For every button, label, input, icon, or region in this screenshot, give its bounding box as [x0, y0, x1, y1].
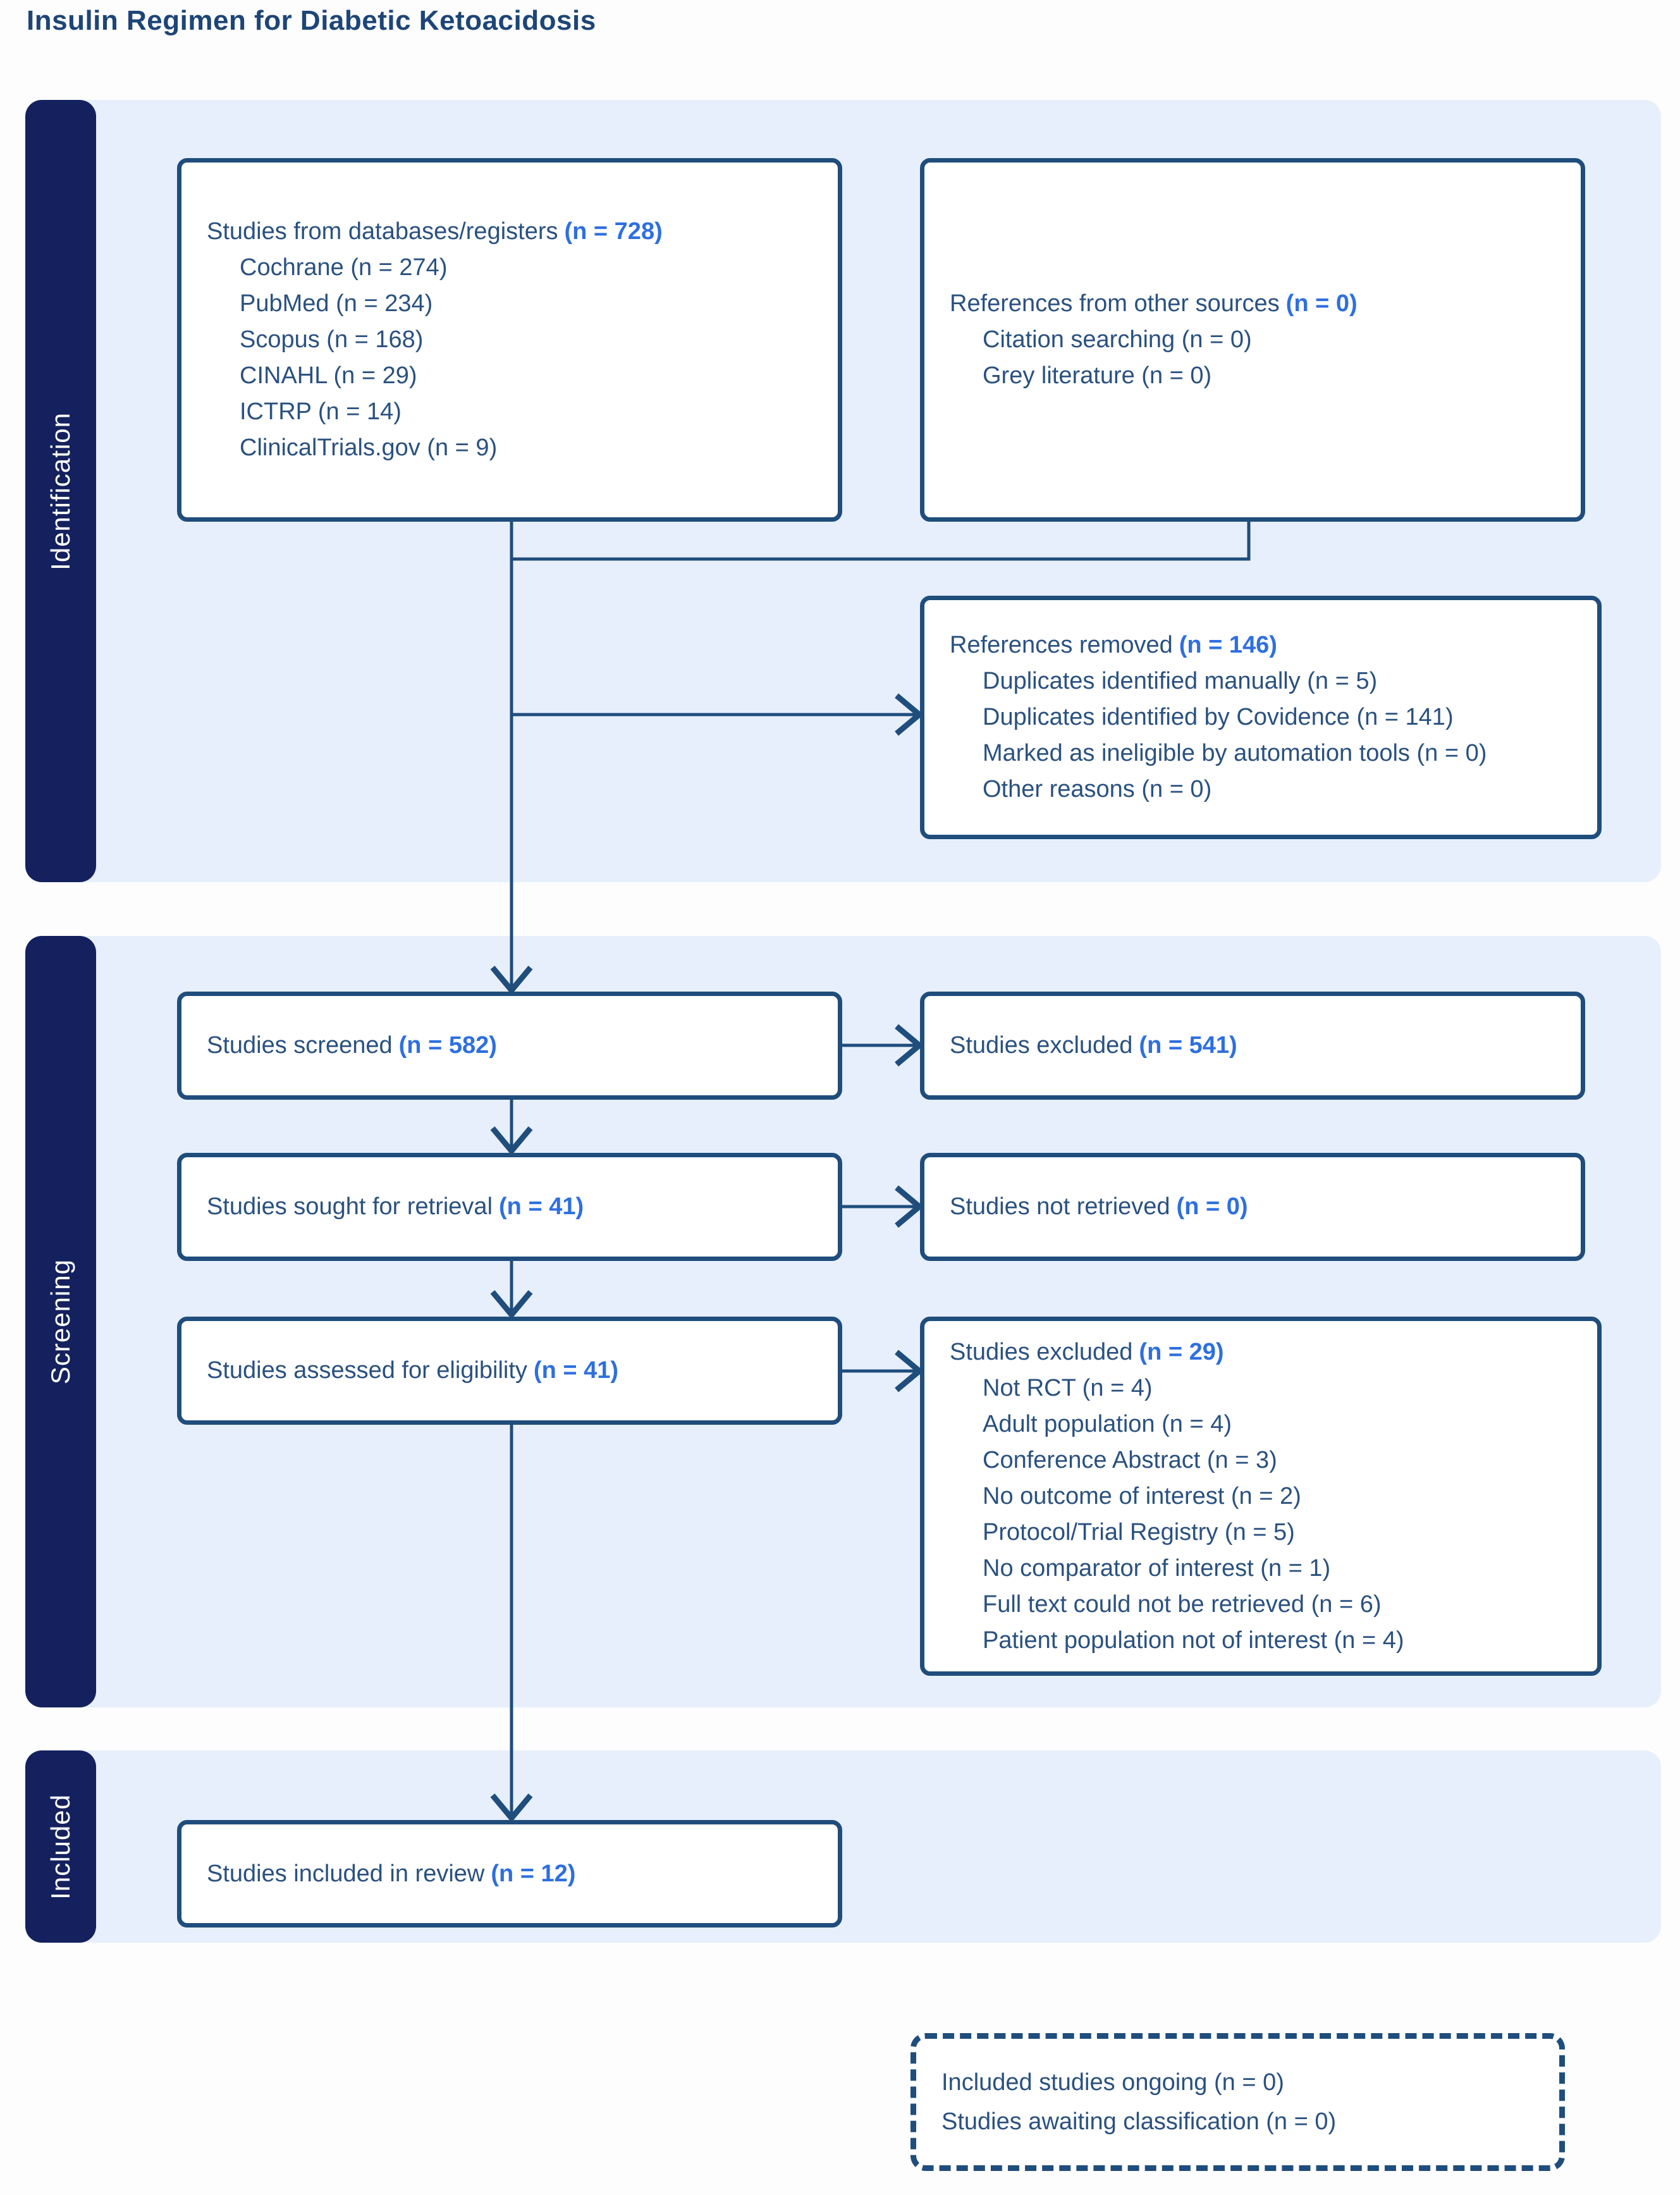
box-sub-item: Citation searching (n = 0)	[983, 326, 1252, 353]
box-sub-item: Not RCT (n = 4)	[983, 1374, 1153, 1401]
studies-from-databases-box: Studies from databases/registers(n = 728…	[177, 158, 842, 522]
box-title-line: Studies assessed for eligibility(n = 41)	[207, 1353, 826, 1389]
box-title-line: Studies excluded(n = 29)	[950, 1334, 1586, 1370]
studies-screened-box: Studies screened(n = 582)	[177, 992, 842, 1100]
box-title: Studies excluded	[950, 1338, 1133, 1365]
box-sub-item: ICTRP (n = 14)	[240, 398, 402, 425]
box-title: Studies not retrieved	[950, 1193, 1170, 1220]
box-count: (n = 146)	[1179, 632, 1277, 658]
studies-included-box: Studies included in review(n = 12)	[177, 1820, 842, 1928]
references-removed-box: References removed(n = 146) Duplicates i…	[920, 596, 1602, 839]
box-line: Included studies ongoing (n = 0)	[941, 2069, 1284, 2096]
box-title: References removed	[950, 632, 1173, 658]
box-title: Studies sought for retrieval	[207, 1193, 493, 1220]
box-sub-item: No outcome of interest (n = 2)	[983, 1482, 1301, 1509]
box-title: Studies assessed for eligibility	[207, 1357, 527, 1384]
box-sub-item: Grey literature (n = 0)	[983, 362, 1212, 389]
box-count: (n = 29)	[1139, 1338, 1224, 1365]
box-title-line: Studies screened(n = 582)	[207, 1028, 826, 1064]
studies-not-retrieved-box: Studies not retrieved(n = 0)	[920, 1153, 1585, 1261]
box-count: (n = 41)	[533, 1357, 619, 1384]
box-sub-item: Duplicates identified by Covidence (n = …	[983, 704, 1454, 730]
arrow-references-removed	[512, 693, 924, 736]
box-sub-item: Conference Abstract (n = 3)	[983, 1446, 1277, 1473]
box-sub-item: Marked as ineligible by automation tools…	[983, 740, 1487, 766]
box-title: References from other sources	[950, 290, 1280, 317]
references-other-sources-box: References from other sources(n = 0) Cit…	[920, 158, 1585, 522]
studies-excluded-eligibility-box: Studies excluded(n = 29) Not RCT (n = 4)…	[920, 1317, 1602, 1676]
box-count: (n = 41)	[499, 1193, 584, 1220]
arrow-excluded-screening	[841, 1024, 924, 1067]
box-title-line: Studies from databases/registers(n = 728…	[207, 214, 826, 250]
arrow-studies-assessed	[490, 1261, 533, 1320]
box-title: Studies included in review	[207, 1860, 485, 1887]
box-title-line: References from other sources(n = 0)	[950, 286, 1569, 322]
sidebar-included: Included	[25, 1750, 96, 1943]
box-count: (n = 12)	[491, 1860, 576, 1887]
box-count: (n = 728)	[564, 218, 663, 245]
box-title: Studies from databases/registers	[207, 218, 558, 245]
box-title-line: Studies not retrieved(n = 0)	[950, 1189, 1569, 1225]
arrow-studies-included	[490, 1425, 533, 1823]
box-sub-item: Adult population (n = 4)	[983, 1410, 1232, 1437]
arrow-studies-sought	[490, 1100, 533, 1156]
box-sub-item: ClinicalTrials.gov (n = 9)	[240, 434, 498, 461]
ongoing-studies-box: Included studies ongoing (n = 0) Studies…	[911, 2033, 1565, 2171]
box-sub-item: Scopus (n = 168)	[240, 326, 424, 353]
page-title: Insulin Regimen for Diabetic Ketoacidosi…	[27, 5, 596, 36]
studies-sought-box: Studies sought for retrieval(n = 41)	[177, 1153, 842, 1261]
box-sub-item: Patient population not of interest (n = …	[983, 1626, 1404, 1654]
box-sub-item: PubMed (n = 234)	[240, 290, 433, 317]
box-title-line: References removed(n = 146)	[950, 627, 1586, 663]
box-sub-item: Cochrane (n = 274)	[240, 254, 448, 281]
box-line: Studies awaiting classification (n = 0)	[941, 2108, 1337, 2135]
box-count: (n = 0)	[1285, 290, 1358, 317]
box-title: Studies screened	[207, 1032, 393, 1059]
box-sub-item: CINAHL (n = 29)	[240, 362, 417, 389]
sidebar-identification: Identification	[25, 100, 96, 882]
box-title: Studies excluded	[950, 1032, 1133, 1059]
arrow-excluded-eligibility	[841, 1350, 924, 1393]
box-sub-item: Other reasons (n = 0)	[983, 776, 1212, 802]
box-count: (n = 0)	[1176, 1193, 1248, 1220]
box-title-line: Studies excluded(n = 541)	[950, 1028, 1569, 1064]
studies-excluded-screening-box: Studies excluded(n = 541)	[920, 992, 1585, 1100]
arrow-not-retrieved	[841, 1185, 924, 1228]
box-sub-item: Protocol/Trial Registry (n = 5)	[983, 1518, 1295, 1546]
box-sub-item: Full text could not be retrieved (n = 6)	[983, 1590, 1382, 1618]
connector-identification-junction	[510, 522, 1251, 990]
box-title-line: Studies sought for retrieval(n = 41)	[207, 1189, 826, 1225]
box-sub-item: No comparator of interest (n = 1)	[983, 1554, 1331, 1582]
studies-assessed-box: Studies assessed for eligibility(n = 41)	[177, 1317, 842, 1425]
sidebar-screening: Screening	[25, 936, 96, 1707]
box-sub-item: Duplicates identified manually (n = 5)	[983, 668, 1378, 694]
box-count: (n = 582)	[398, 1032, 497, 1059]
box-title-line: Studies included in review(n = 12)	[207, 1856, 826, 1892]
box-count: (n = 541)	[1139, 1032, 1237, 1059]
arrow-studies-screened	[490, 966, 533, 995]
